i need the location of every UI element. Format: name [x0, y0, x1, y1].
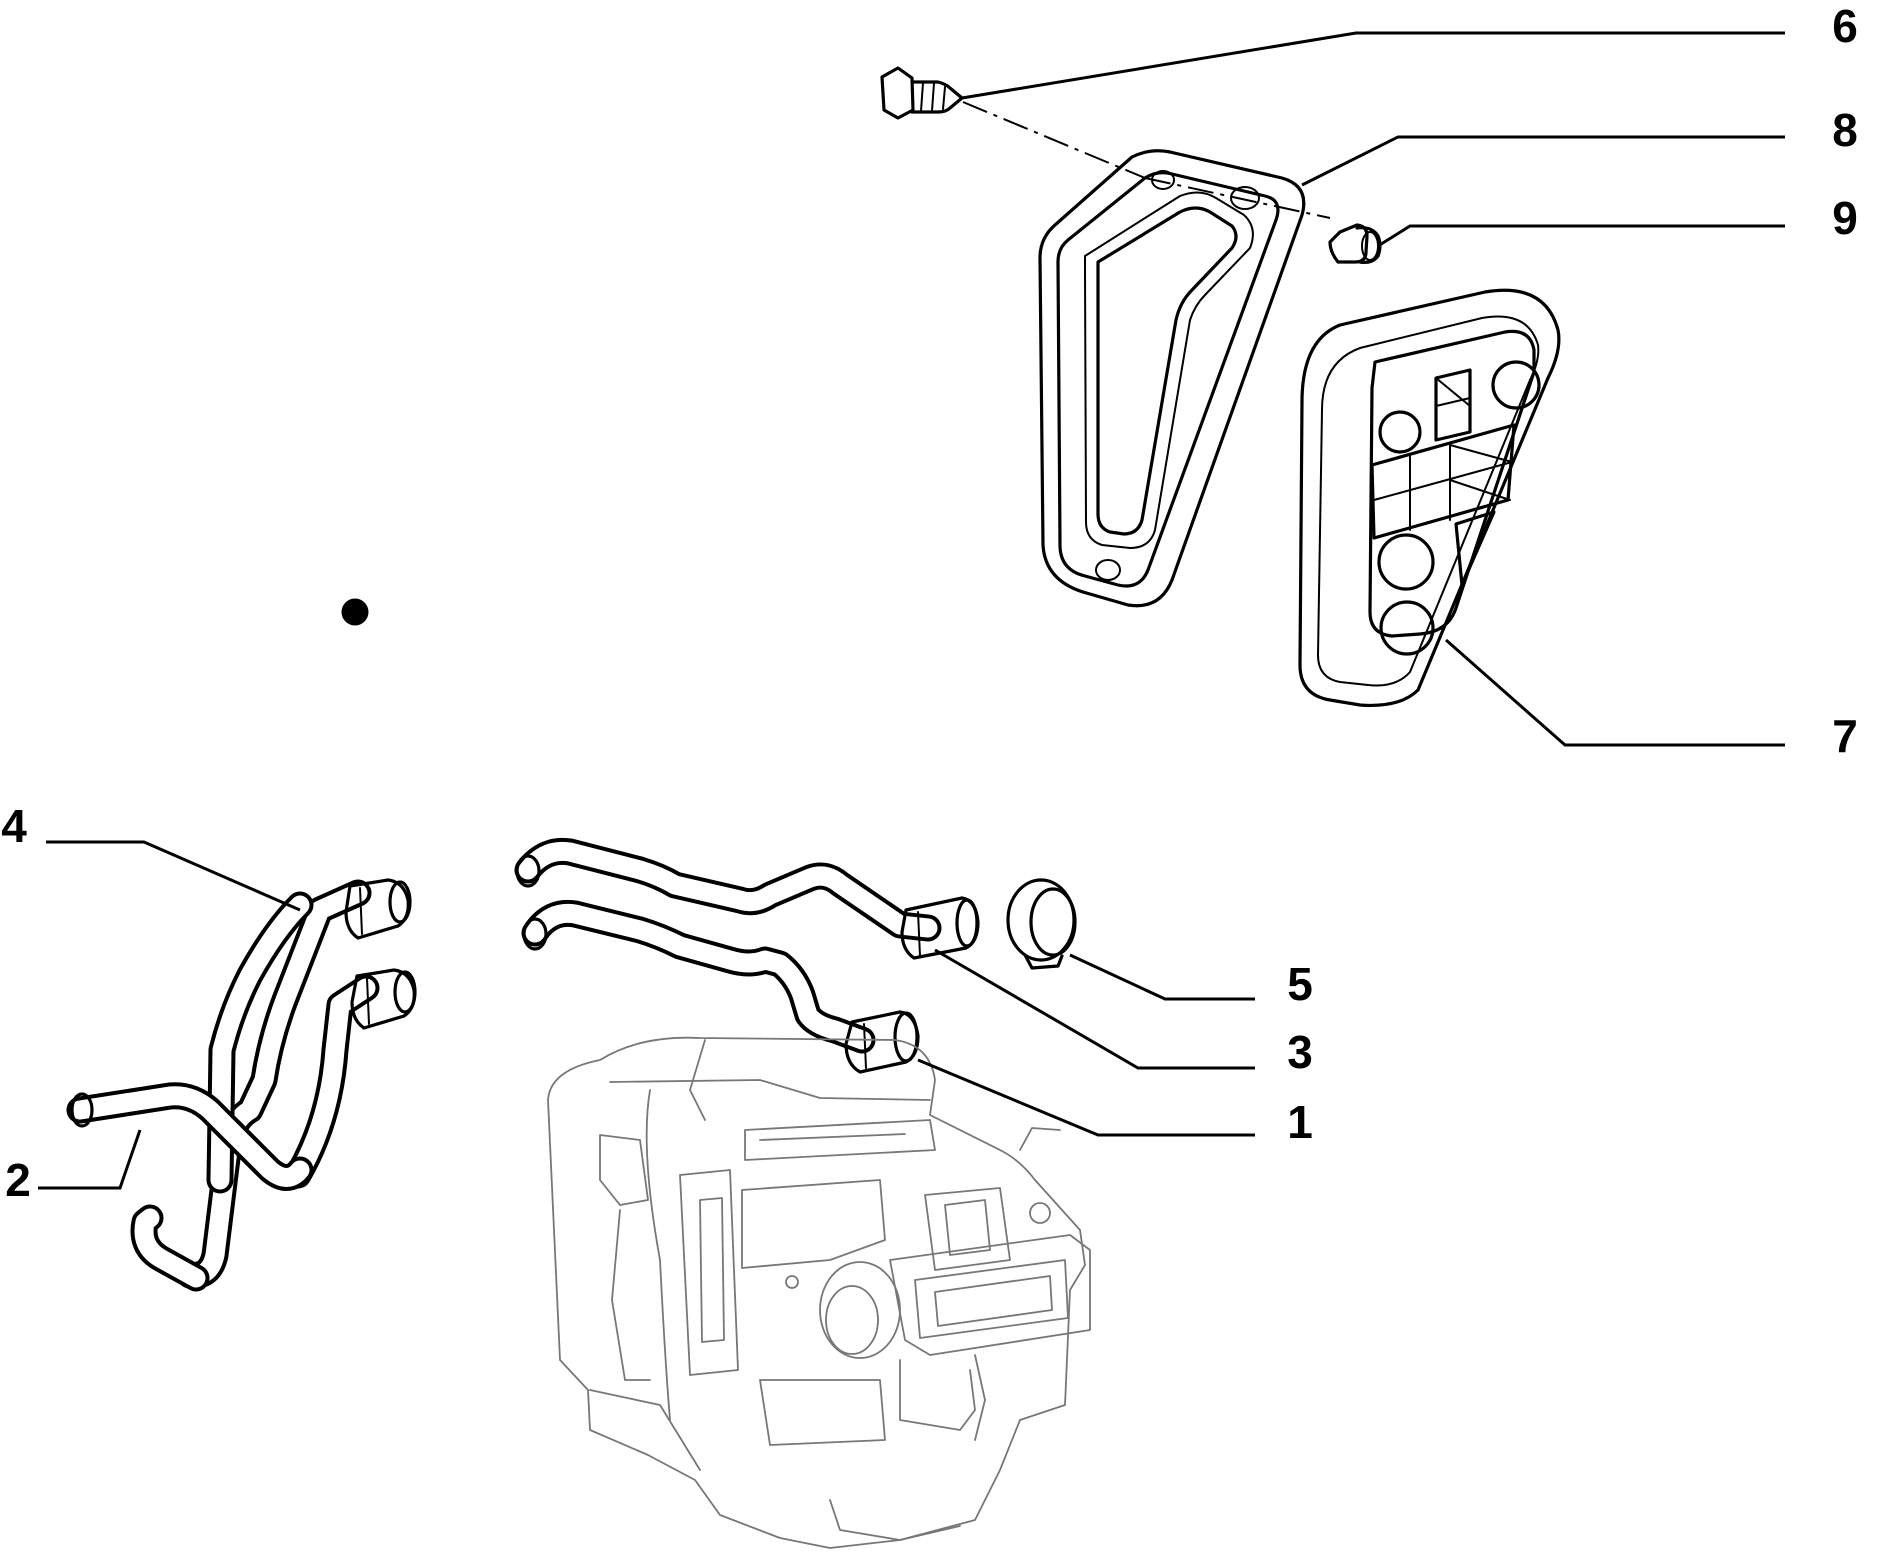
leader-line-8	[1301, 135, 1785, 187]
callout-1: 1	[1287, 1096, 1313, 1148]
leader-line-9	[1377, 224, 1785, 248]
callout-9: 9	[1832, 192, 1858, 244]
callout-2: 2	[5, 1154, 31, 1206]
gasket-part	[1038, 149, 1306, 608]
hose-part-3	[514, 837, 980, 960]
hose-part-1	[521, 899, 920, 1074]
screw-part	[880, 66, 964, 120]
leader-line-7	[1445, 638, 1785, 747]
hose-pair-part-4	[176, 598, 417, 1289]
cover-panel-part	[1298, 288, 1561, 708]
heater-unit-housing	[547, 1036, 1091, 1549]
callout-3: 3	[1287, 1026, 1313, 1078]
callout-5: 5	[1287, 958, 1313, 1010]
callout-7: 7	[1832, 710, 1858, 762]
assembly-axis-line	[962, 101, 1331, 219]
leader-lines	[38, 31, 1785, 1190]
clamp-ring-part	[1006, 878, 1077, 970]
callout-4: 4	[1, 800, 27, 852]
callout-8: 8	[1832, 104, 1858, 156]
leader-line-3	[934, 948, 1255, 1070]
bush-part	[1328, 223, 1382, 264]
leader-line-5	[1069, 953, 1255, 1001]
leader-line-4	[46, 840, 301, 912]
leader-line-1	[917, 1058, 1255, 1137]
callout-6: 6	[1832, 0, 1858, 52]
leader-line-6	[961, 31, 1785, 100]
leader-line-2	[38, 1129, 142, 1190]
hose-part-2	[66, 1082, 314, 1292]
